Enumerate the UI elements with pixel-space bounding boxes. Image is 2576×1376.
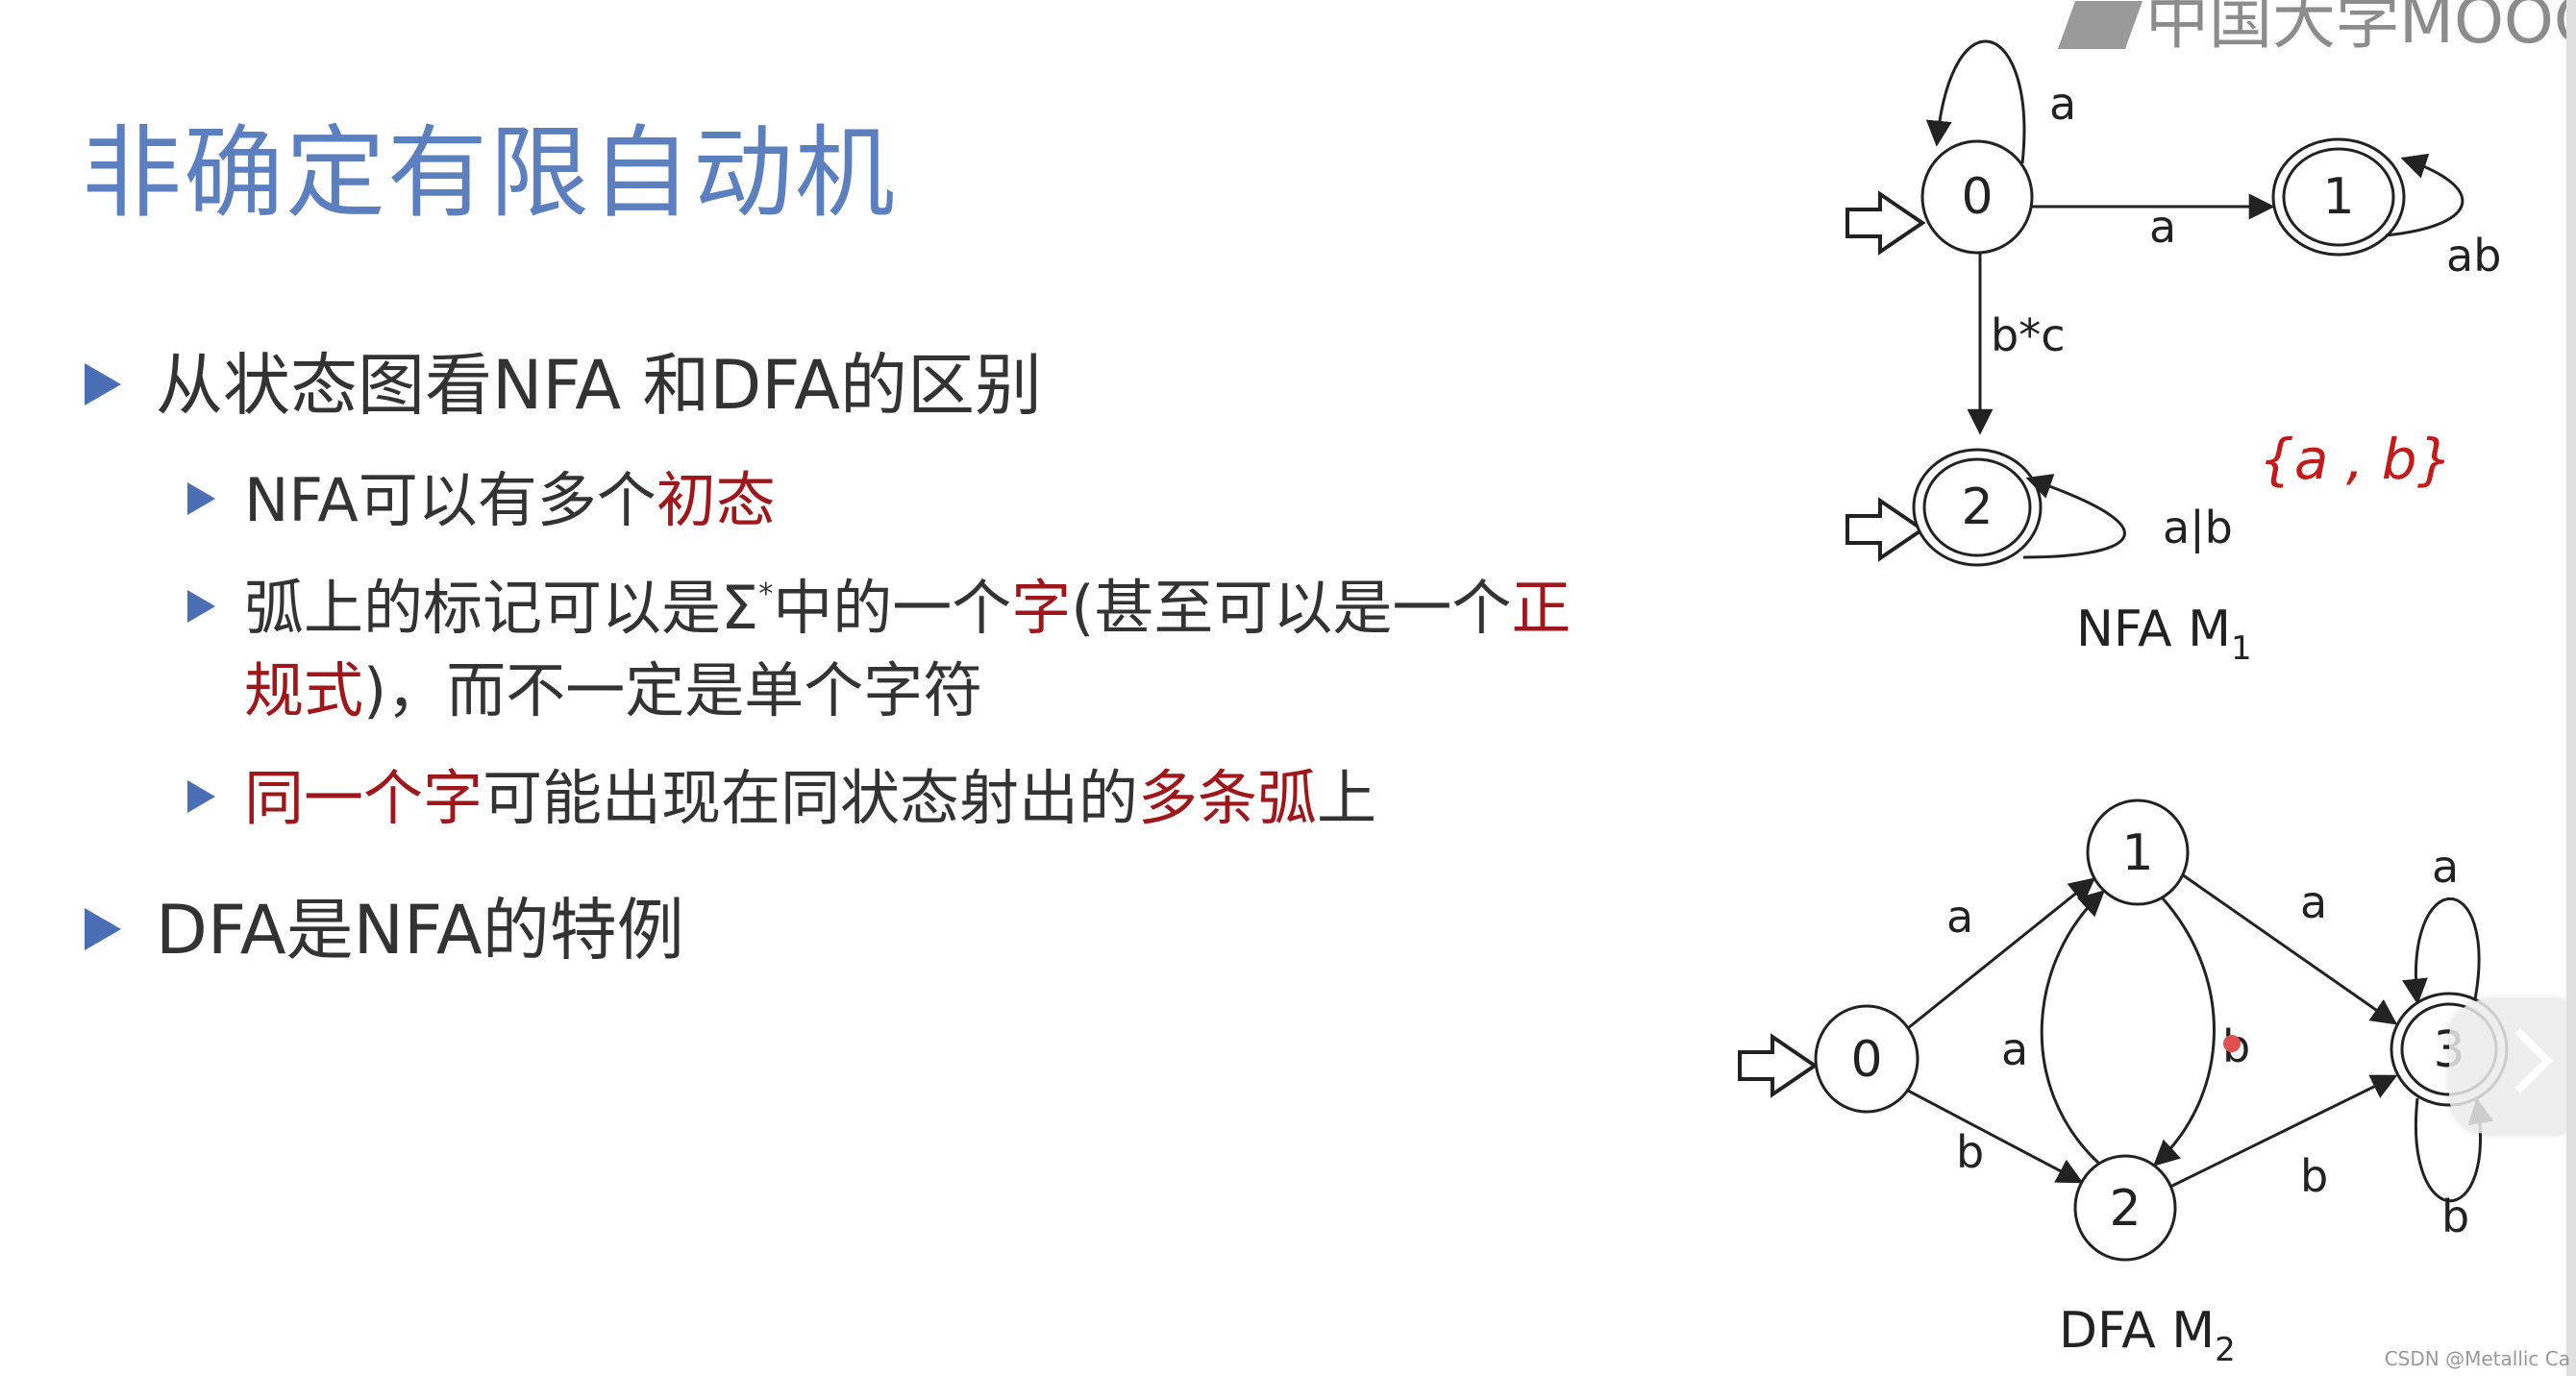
dfa-edge-0-1 (1907, 877, 2096, 1030)
mooc-logo-text: 中国大学MOOC (2145, 0, 2576, 58)
dfa-edge-2-1 (2040, 890, 2105, 1165)
state-label: 1 (2121, 824, 2153, 882)
handwritten-annotation: {a , b} (2259, 427, 2452, 492)
slide-title: 非确定有限自动机 (82, 114, 898, 232)
scrollbar[interactable] (2566, 0, 2576, 1376)
bullet-dfa-special-case: DFA是NFA的特例 (85, 876, 684, 973)
edge-label: a|b (2163, 502, 2233, 554)
bullet-text: 可能出现在同状态射出的 (483, 763, 1139, 833)
dfa-state-1 (2086, 799, 2190, 906)
triangle-bullet-icon (187, 481, 215, 515)
chevron-right-icon (2488, 1028, 2553, 1093)
nfa-caption: NFA M1 (2076, 601, 2252, 668)
highlight-text: 字 (1011, 573, 1072, 643)
triangle-bullet-icon (187, 779, 215, 813)
triangle-bullet-icon (85, 362, 121, 405)
sub-bullet-arc-labels-line2: 规式)，而不一定是单个字符 (244, 642, 982, 728)
dfa-state-2 (2073, 1154, 2177, 1262)
highlight-text: 初态 (656, 465, 776, 535)
nfa-loop-1 (2385, 153, 2465, 237)
sub-bullet-same-symbol: 同一个字可能出现在同状态射出的多条弧上 (187, 749, 1376, 836)
edge-label: a (2149, 201, 2176, 253)
nfa-diagram: 0 a a 1 ab b*c 2 a|b {a , b} NFA M1 (1845, 39, 2501, 668)
bullet-text: 上 (1317, 763, 1377, 833)
nfa-state-2 (1912, 448, 2043, 567)
dfa-diagram: 0 1 2 3 a b a b a b a b DFA M2 (1738, 799, 2509, 1369)
sub-bullet-arc-labels: 弧上的标记可以是Σ*中的一个字(甚至可以是一个正 (187, 559, 1571, 646)
state-label: 2 (1961, 479, 1993, 536)
edge-label: a (2300, 876, 2327, 928)
bullet-text: NFA可以有多个 (244, 465, 656, 535)
page-forward-handle[interactable] (2449, 999, 2576, 1134)
highlight-text: 同一个字 (244, 763, 483, 833)
edge-label: a (2432, 841, 2459, 893)
edge-label: ab (2446, 230, 2501, 282)
bullet-text: )，而不一定是单个字符 (363, 655, 983, 725)
dfa-edge-0-2 (1907, 1089, 2084, 1184)
state-label: 0 (1850, 1031, 1882, 1089)
state-label: 2 (2109, 1180, 2141, 1238)
dfa-edge-1-2 (2153, 897, 2216, 1167)
dfa-caption: DFA M2 (2059, 1302, 2236, 1369)
highlight-text: 多条弧 (1138, 763, 1318, 833)
start-arrow-icon (1845, 190, 1926, 256)
red-pointer-dot (2223, 1035, 2241, 1052)
highlight-text: 规式 (244, 655, 364, 725)
nfa-loop-0 (1925, 39, 2026, 164)
nfa-state-1 (2271, 137, 2406, 257)
bullet-text: 弧上的标记可以是Σ (244, 573, 759, 643)
bullet-text: (甚至可以是一个 (1071, 573, 1512, 643)
edge-label: a (2049, 78, 2076, 130)
mooc-logo: 中国大学MOOC (2057, 0, 2576, 61)
accept-ring (1922, 457, 2032, 557)
nfa-state-0 (1920, 139, 2034, 255)
triangle-bullet-icon (187, 589, 215, 623)
edge-label: b (2441, 1191, 2469, 1242)
edge-label: b*c (1991, 309, 2066, 361)
state-label: 0 (1961, 168, 1993, 226)
bullet-text: 中的一个 (773, 573, 1012, 643)
superscript-star: * (758, 577, 774, 611)
dfa-edge-2-3 (2169, 1074, 2398, 1189)
bullet-text: DFA是NFA的特例 (156, 891, 684, 970)
dfa-state-0 (1814, 1004, 1920, 1114)
dfa-edge-1-3 (2181, 872, 2398, 1025)
bullet-text: 从状态图看NFA 和DFA的区别 (156, 346, 1042, 425)
bullet-nfa-dfa-diff: 从状态图看NFA 和DFA的区别 (85, 332, 1042, 429)
edge-label: a (2001, 1023, 2028, 1075)
dfa-loop-3a (2402, 897, 2481, 1005)
highlight-text: 正 (1511, 573, 1572, 643)
dfa-loop-3b (2415, 1097, 2494, 1203)
nfa-loop-2 (2022, 474, 2126, 559)
sub-bullet-initial-states: NFA可以有多个初态 (187, 452, 776, 538)
state-label: 1 (2322, 168, 2354, 226)
start-arrow-icon (1738, 1033, 1819, 1098)
edge-label: b (2300, 1150, 2328, 1202)
triangle-bullet-icon (85, 907, 121, 950)
accept-ring (2282, 147, 2395, 247)
edge-label: a (1946, 891, 1973, 943)
edge-label: b (1956, 1126, 1984, 1178)
start-arrow-icon (1845, 497, 1926, 562)
watermark: CSDN @Metallic Ca (2384, 1347, 2570, 1370)
